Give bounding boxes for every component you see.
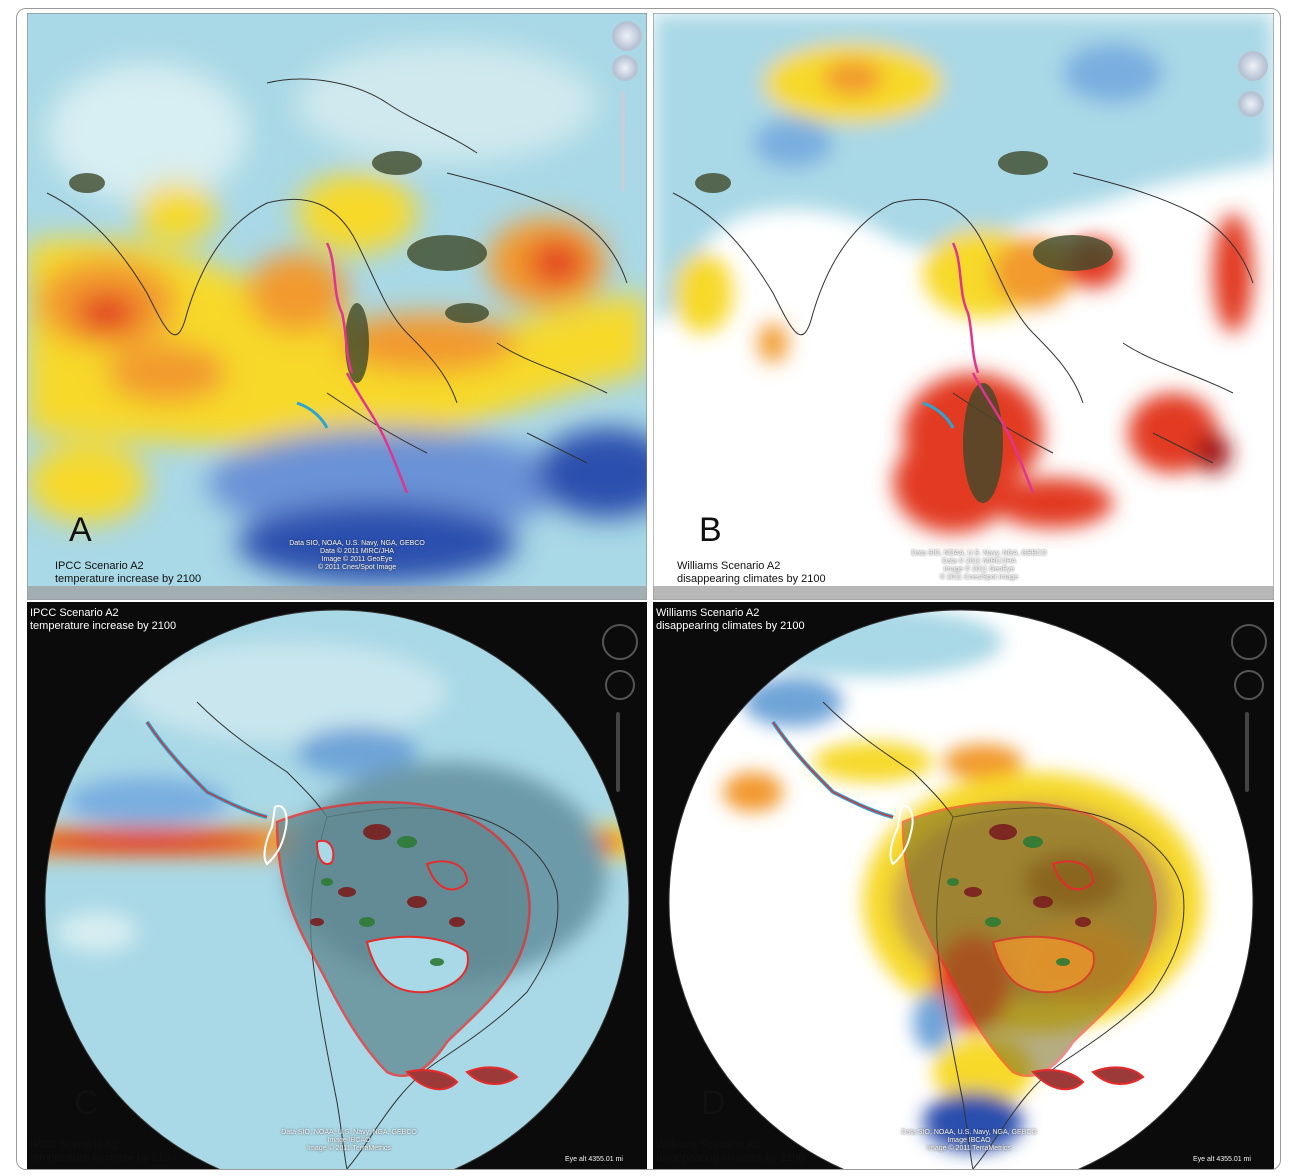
panel-a-caption: IPCC Scenario A2 temperature increase by… xyxy=(55,560,201,586)
panel-b-caption: Williams Scenario A2 disappearing climat… xyxy=(677,560,826,586)
credit-line: Image IBCAO xyxy=(947,1137,991,1144)
panel-d-credits: Data SIO, NOAA, U.S. Navy, NGA, GEBCO Im… xyxy=(889,1129,1049,1153)
panel-d-caption-top-line1: Williams Scenario A2 xyxy=(656,607,760,619)
panel-c-caption-bottom-line2: temperature increase by 2100 xyxy=(30,1152,177,1164)
panel-c-caption-top-line2: temperature increase by 2100 xyxy=(30,620,177,632)
navigation-move-control[interactable] xyxy=(1234,670,1264,700)
credit-line: Data SIO, NOAA, U.S. Navy, NGA, GEBCO xyxy=(911,550,1047,557)
panel-b: B Williams Scenario A2 disappearing clim… xyxy=(653,13,1274,600)
panel-d-caption-bottom-line2: disappearing climates by 2100 xyxy=(656,1152,805,1164)
panel-b-letter: B xyxy=(699,511,722,549)
panel-b-map xyxy=(653,13,1274,600)
credit-line: © 2011 Cnes/Spot Image xyxy=(939,574,1019,581)
panel-d-caption-bottom: Williams Scenario A2 disappearing climat… xyxy=(656,1139,805,1165)
panel-c-credits: Data SIO, NOAA, U.S. Navy, NGA, GEBCO Im… xyxy=(269,1129,429,1153)
credit-line: © 2011 Cnes/Spot Image xyxy=(317,564,397,571)
credit-line: Image IBCAO xyxy=(327,1137,371,1144)
zoom-slider[interactable] xyxy=(1245,712,1249,792)
credit-line: Image © 2011 TerraMetrics xyxy=(307,1145,391,1152)
zoom-slider[interactable] xyxy=(621,91,625,191)
credit-line: Data © 2011 MIRC/JHA xyxy=(942,558,1016,565)
panel-c-letter: C xyxy=(74,1084,99,1122)
panel-b-credits: Data SIO, NOAA, U.S. Navy, NGA, GEBCO Da… xyxy=(889,550,1069,582)
navigation-look-control[interactable] xyxy=(612,21,642,51)
credit-line: Image © 2011 GeoEye xyxy=(321,556,393,563)
panel-a-credits: Data SIO, NOAA, U.S. Navy, NGA, GEBCO Da… xyxy=(267,540,447,572)
navigation-move-control[interactable] xyxy=(612,55,638,81)
panel-c: IPCC Scenario A2 temperature increase by… xyxy=(27,602,647,1169)
panel-a-caption-line2: temperature increase by 2100 xyxy=(55,573,202,585)
panel-c-caption-bottom: IPCC Scenario A2 temperature increase by… xyxy=(30,1139,176,1165)
panel-d-caption-top: Williams Scenario A2 disappearing climat… xyxy=(656,607,805,633)
navigation-look-control[interactable] xyxy=(1238,51,1268,81)
panel-b-caption-line1: Williams Scenario A2 xyxy=(677,560,781,572)
panel-d-letter: D xyxy=(701,1084,726,1122)
zoom-slider[interactable] xyxy=(616,712,620,792)
credit-line: Image © 2011 GeoEye xyxy=(943,566,1015,573)
panel-c-caption-bottom-line1: IPCC Scenario A2 xyxy=(30,1139,119,1151)
figure-frame: A IPCC Scenario A2 temperature increase … xyxy=(16,8,1281,1170)
panel-d-globe xyxy=(653,602,1274,1169)
credit-line: Image © 2011 TerraMetrics xyxy=(927,1145,1011,1152)
credit-line: Data SIO, NOAA, U.S. Navy, NGA, GEBCO xyxy=(289,540,425,547)
panel-a-statusbar xyxy=(27,586,647,600)
navigation-move-control[interactable] xyxy=(1238,91,1264,117)
panel-d-caption-top-line2: disappearing climates by 2100 xyxy=(656,620,805,632)
panel-b-statusbar xyxy=(653,586,1274,600)
panel-d: Williams Scenario A2 disappearing climat… xyxy=(653,602,1274,1169)
panel-c-caption-top-line1: IPCC Scenario A2 xyxy=(30,607,119,619)
navigation-move-control[interactable] xyxy=(605,670,635,700)
panel-d-caption-bottom-line1: Williams Scenario A2 xyxy=(656,1139,760,1151)
panel-a: A IPCC Scenario A2 temperature increase … xyxy=(27,13,647,600)
panel-a-map xyxy=(27,13,647,600)
panel-a-letter: A xyxy=(69,511,92,549)
credit-line: Data SIO, NOAA, U.S. Navy, NGA, GEBCO xyxy=(901,1129,1037,1136)
panel-c-caption-top: IPCC Scenario A2 temperature increase by… xyxy=(30,607,176,633)
credit-line: Data SIO, NOAA, U.S. Navy, NGA, GEBCO xyxy=(281,1129,417,1136)
credit-line: Data © 2011 MIRC/JHA xyxy=(320,548,394,555)
panel-c-globe xyxy=(27,602,647,1169)
panel-c-eye-altitude: Eye alt 4355.01 mi xyxy=(565,1156,623,1163)
panel-b-caption-line2: disappearing climates by 2100 xyxy=(677,573,826,585)
navigation-look-control[interactable] xyxy=(602,624,638,660)
panel-d-eye-altitude: Eye alt 4355.01 mi xyxy=(1193,1156,1251,1163)
navigation-look-control[interactable] xyxy=(1231,624,1267,660)
panel-a-caption-line1: IPCC Scenario A2 xyxy=(55,560,144,572)
